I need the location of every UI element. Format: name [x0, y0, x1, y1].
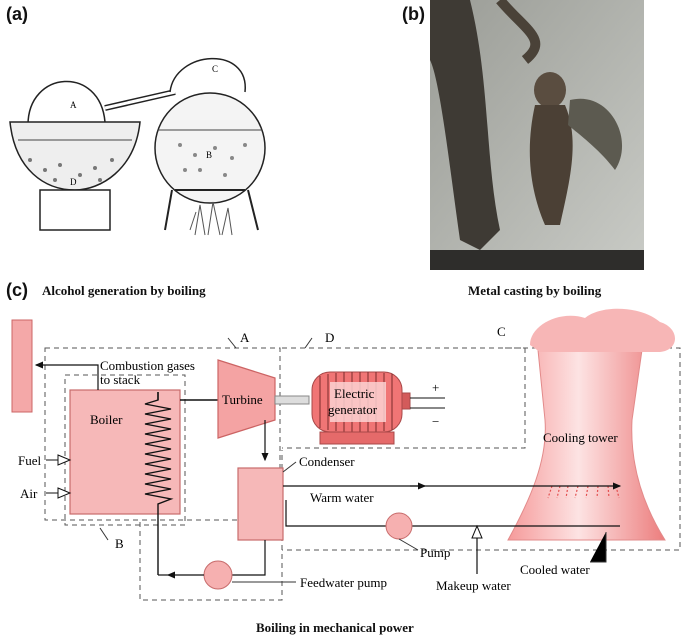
condenser — [237, 467, 284, 541]
region-a-label: A — [240, 330, 250, 345]
turbine-label: Turbine — [222, 392, 263, 407]
pump-label: Pump — [420, 545, 450, 560]
panel-b-letter: (b) — [402, 4, 425, 24]
power-plant-diagram: A D C B Cooling tower Boiler Combustion … — [11, 308, 681, 601]
generator-label-1: Electric — [334, 386, 375, 401]
to-stack-label: to stack — [100, 372, 141, 387]
feedwater-pump-label: Feedwater pump — [300, 575, 387, 590]
steam-cloud — [530, 308, 675, 352]
minus-terminal: − — [432, 414, 439, 429]
warm-water-label: Warm water — [310, 490, 374, 505]
boiler — [69, 389, 181, 515]
electric-generator: Electric generator — [311, 371, 411, 445]
cooled-water-label: Cooled water — [520, 562, 590, 577]
caption-a: Alcohol generation by boiling — [42, 283, 206, 298]
panel-a-letter: (a) — [6, 4, 28, 24]
combustion-label: Combustion gases — [100, 358, 195, 373]
plus-terminal: + — [432, 380, 439, 395]
label-a: A — [70, 100, 77, 110]
pump — [385, 512, 413, 540]
air-label: Air — [20, 486, 38, 501]
boiler-label: Boiler — [90, 412, 123, 427]
condenser-label: Condenser — [299, 454, 355, 469]
cooling-tower-label: Cooling tower — [543, 430, 618, 445]
boiler-coil — [144, 392, 174, 575]
makeup-water-label: Makeup water — [436, 578, 511, 593]
generator-label-2: generator — [328, 402, 378, 417]
distillation-sketch: A D C B — [9, 57, 266, 236]
caption-b: Metal casting by boiling — [468, 283, 602, 298]
fuel-label: Fuel — [18, 453, 42, 468]
region-a-boundary — [44, 347, 281, 521]
caption-c: Boiling in mechanical power — [256, 620, 414, 635]
region-b-label: B — [115, 536, 124, 551]
feedwater-pump — [203, 560, 233, 590]
panel-c-letter: (c) — [6, 280, 28, 300]
region-d-label: D — [325, 330, 334, 345]
region-c-label: C — [497, 324, 506, 339]
statue-photo — [430, 0, 644, 270]
label-d: D — [70, 177, 77, 187]
cooling-tower — [507, 349, 666, 541]
turbine — [217, 359, 276, 439]
label-c: C — [212, 64, 218, 74]
label-b: B — [206, 150, 212, 160]
